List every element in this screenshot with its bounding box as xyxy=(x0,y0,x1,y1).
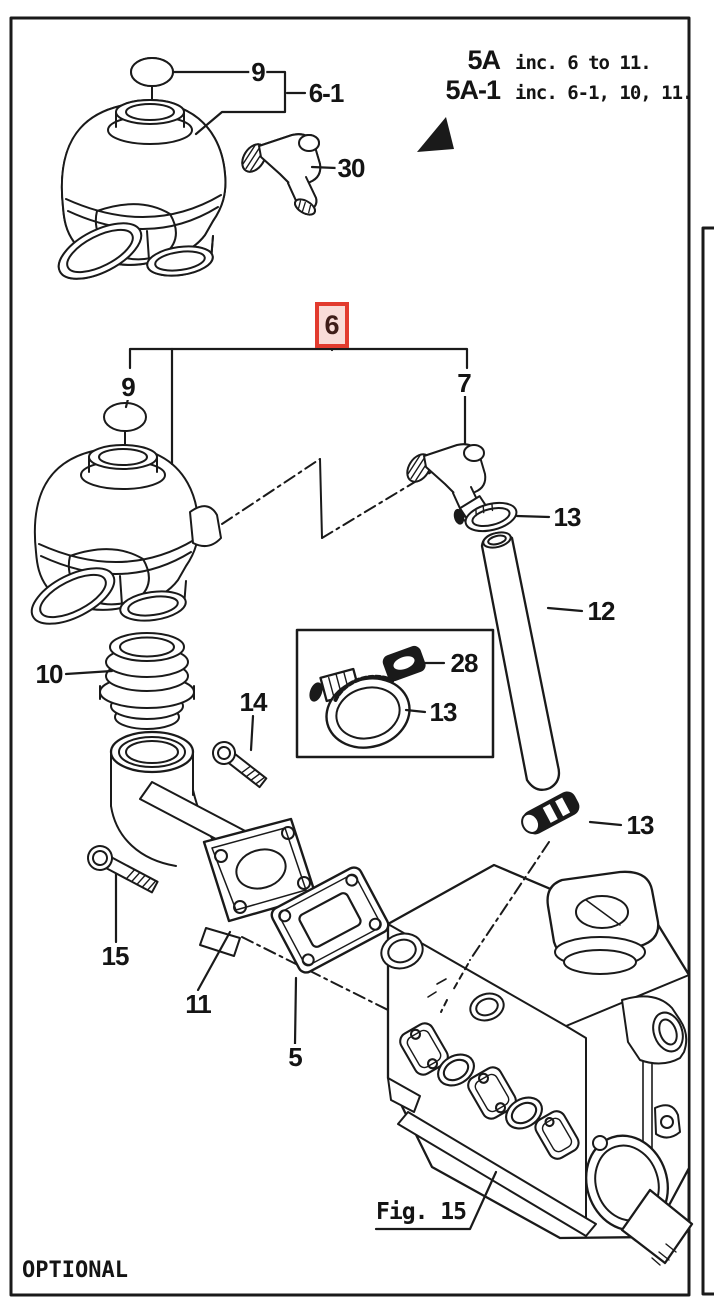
hose-clamp-upper-drawing xyxy=(453,495,518,533)
bolt-15-drawing xyxy=(87,845,159,894)
callout-6-highlighted[interactable]: 6 xyxy=(315,302,349,348)
thermostat-housing-top-drawing xyxy=(49,57,227,292)
callout-13-detail[interactable]: 13 xyxy=(427,697,459,727)
callout-13-upper[interactable]: 13 xyxy=(551,502,583,532)
connector-drawing xyxy=(99,632,195,730)
callout-7[interactable]: 7 xyxy=(455,368,473,398)
note-includes: inc. 6-1, 10, 11. xyxy=(515,82,693,104)
callout-9-middle[interactable]: 9 xyxy=(119,372,137,402)
bolt-14-drawing xyxy=(212,741,268,789)
note-includes: inc. 6 to 11. xyxy=(515,52,652,74)
note-row-5a-1: 5A-1 inc. 6-1, 10, 11. xyxy=(368,75,693,105)
hose-drawing xyxy=(480,531,561,791)
centerline-to-engine xyxy=(241,841,550,1013)
callout-10[interactable]: 10 xyxy=(33,659,65,689)
engine-block-drawing xyxy=(380,863,694,1266)
callout-14[interactable]: 14 xyxy=(237,687,269,717)
thermostat-housing-middle-drawing xyxy=(22,402,222,637)
callout-5[interactable]: 5 xyxy=(286,1042,304,1072)
figure-reference: Fig. 15 xyxy=(374,1199,468,1225)
callout-28[interactable]: 28 xyxy=(448,648,480,678)
triangle-marker-icon xyxy=(417,117,454,152)
elbow-fitting-30-drawing xyxy=(236,133,322,219)
callout-12[interactable]: 12 xyxy=(585,596,617,626)
main-border xyxy=(9,16,691,1297)
callout-13-lower[interactable]: 13 xyxy=(624,810,656,840)
hose-clamp-lower-drawing xyxy=(521,791,580,835)
leader-lines xyxy=(64,70,623,1231)
note-code: 5A xyxy=(467,45,501,75)
note-row-5a: 5A inc. 6 to 11. xyxy=(368,45,692,75)
callout-30[interactable]: 30 xyxy=(335,153,367,183)
water-flange-drawing xyxy=(109,730,318,957)
callout-9-top[interactable]: 9 xyxy=(249,57,267,87)
assembly-notes: 5A inc. 6 to 11. 5A-1 inc. 6-1, 10, 11. xyxy=(368,45,693,105)
callout-6-1[interactable]: 6-1 xyxy=(306,78,346,108)
gasket-drawing xyxy=(270,866,390,974)
callout-11[interactable]: 11 xyxy=(183,989,213,1019)
clamp-detail-inset xyxy=(295,628,495,759)
adjacent-panel-edge xyxy=(701,226,714,1296)
note-code: 5A-1 xyxy=(445,75,501,105)
callout-15[interactable]: 15 xyxy=(99,941,131,971)
centerline-housing-to-elbow xyxy=(221,458,439,539)
optional-label: OPTIONAL xyxy=(22,1258,128,1283)
